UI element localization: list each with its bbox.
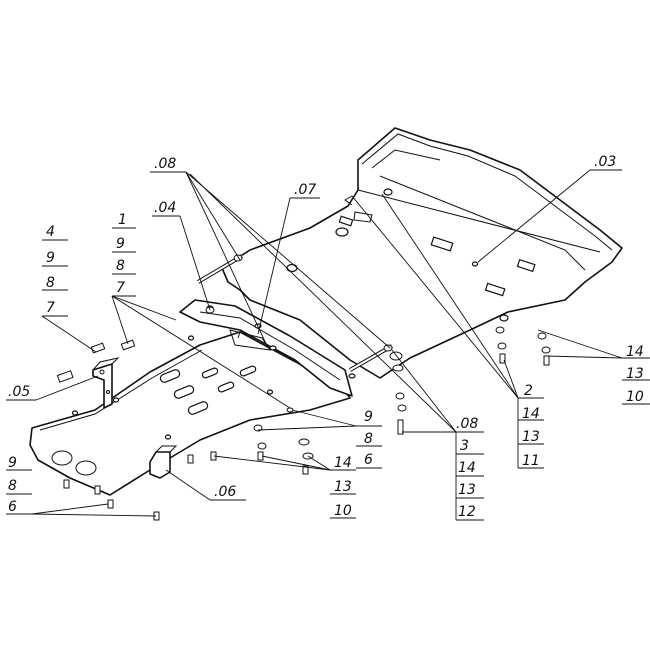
stack-h-2: 13	[626, 366, 644, 382]
part-callouts: .08 .04 .07 .03 .05 .06 .08	[8, 154, 616, 500]
stack-h-1: 14	[626, 344, 644, 360]
rear-skid-plate	[221, 127, 623, 379]
label-stack-b: 1 9 8 7	[112, 212, 136, 296]
stack-c-2: 8	[8, 478, 17, 494]
stack-f-4: 12	[458, 504, 476, 520]
stack-b-2: 9	[116, 236, 125, 252]
callout-07: .07	[294, 182, 316, 198]
stack-g-2: 14	[522, 406, 540, 422]
label-stack-f: 3 14 13 12	[455, 432, 484, 521]
label-stack-a: 4 9 8 7	[42, 224, 68, 316]
stack-a-2: 9	[46, 250, 55, 266]
stack-a-3: 8	[46, 275, 55, 291]
label-stack-d: 9 8 6	[356, 409, 382, 469]
callout-06: .06	[214, 484, 236, 500]
stack-c-3: 6	[8, 499, 17, 515]
stack-e-3: 10	[334, 503, 352, 519]
stack-a-1: 4	[46, 224, 55, 240]
stack-d-3: 6	[364, 452, 373, 468]
leader-lines	[6, 169, 650, 517]
stack-d-1: 9	[364, 409, 373, 425]
stack-g-4: 11	[522, 453, 540, 469]
callout-08-right: .08	[456, 416, 478, 432]
left-bracket	[92, 357, 120, 409]
stack-g-3: 13	[522, 429, 540, 445]
stack-g-1: 2	[524, 383, 533, 399]
label-stack-c: 9 8 6	[6, 455, 32, 515]
callout-08-top: .08	[154, 156, 176, 172]
stack-b-1: 1	[118, 212, 127, 228]
stack-h-3: 10	[626, 389, 644, 405]
label-stack-e: 14 13 10	[330, 455, 356, 519]
stack-f-1: 3	[460, 438, 469, 454]
stack-f-2: 14	[458, 460, 476, 476]
stack-f-3: 13	[458, 482, 476, 498]
cross-member	[179, 299, 356, 397]
callout-03: .03	[594, 154, 616, 170]
front-skid-plate	[29, 331, 351, 496]
stack-b-3: 8	[116, 258, 125, 274]
callout-05: .05	[8, 384, 30, 400]
stack-e-2: 13	[334, 479, 352, 495]
fasteners	[56, 306, 551, 521]
stack-a-4: 7	[46, 300, 55, 316]
stack-d-2: 8	[364, 431, 373, 447]
label-stack-g: 2 14 13 11	[517, 383, 544, 469]
stack-c-1: 9	[8, 455, 17, 471]
stack-e-1: 14	[334, 455, 352, 471]
lower-bracket	[149, 445, 178, 479]
callout-04: .04	[154, 200, 176, 216]
stack-b-4: 7	[116, 280, 125, 296]
label-stack-h: 14 13 10	[622, 344, 650, 405]
